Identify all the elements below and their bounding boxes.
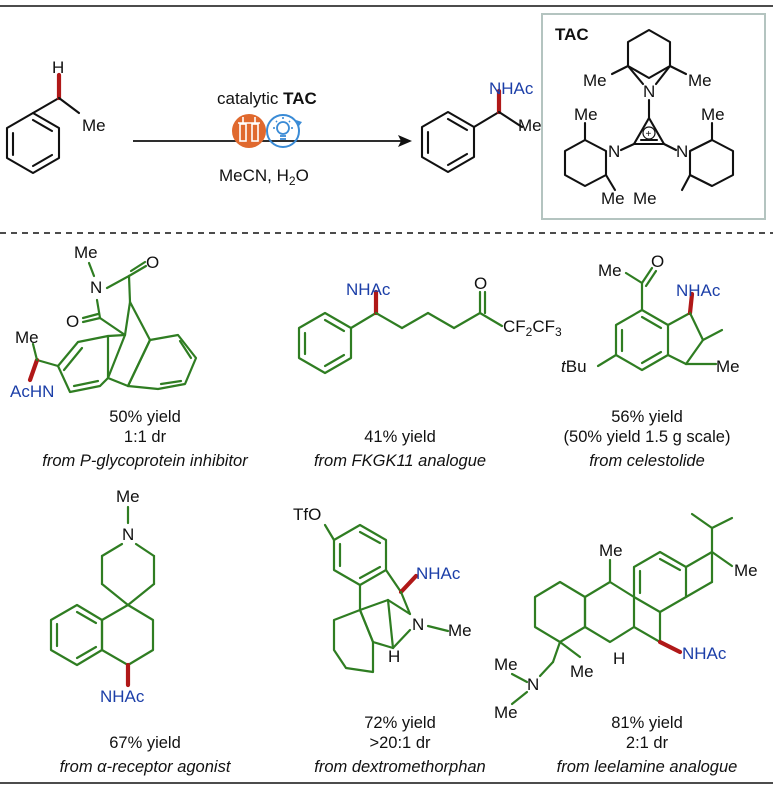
- catalyst-me-1: Me: [583, 71, 607, 90]
- p5-nhac-label: NHAc: [416, 564, 461, 583]
- p3-scale: (50% yield 1.5 g scale): [564, 428, 731, 446]
- product-me-label: Me: [518, 116, 542, 135]
- catalyst-box: [541, 13, 766, 220]
- catalyst-title: TAC: [555, 25, 589, 44]
- p6-me-ip-label: Me: [734, 561, 758, 580]
- p6-me-n1-label: Me: [494, 655, 518, 674]
- p5-h-label: H: [388, 647, 400, 666]
- p3-source: from celestolide: [589, 452, 705, 470]
- p1-me-label: Me: [74, 243, 98, 262]
- p6-h-label: H: [613, 649, 625, 668]
- p6-nhac-label: NHAc: [682, 644, 727, 663]
- p1-me-side-label: Me: [15, 328, 39, 347]
- p5-me-label: Me: [448, 621, 472, 640]
- p5-source: from dextromethorphan: [314, 758, 486, 776]
- product-1-structure: Me N O O Me AcHN: [10, 243, 198, 401]
- p6-source: from leelamine analogue: [557, 758, 738, 776]
- p3-tbu-label: tBu: [561, 357, 587, 376]
- p4-nhac-label: NHAc: [100, 687, 145, 706]
- p2-nhac-label: NHAc: [346, 280, 391, 299]
- starting-material-ethylbenzene: H Me: [5, 58, 106, 175]
- reaction-arrow: [133, 135, 412, 147]
- sm-me-label: Me: [82, 116, 106, 135]
- p3-me2-label: Me: [716, 357, 740, 376]
- catalyst-n-right: N: [676, 142, 688, 161]
- p4-me-label: Me: [116, 487, 140, 506]
- catalyst-structure-tac: TAC N Me Me + N Me Me N Me Me: [555, 25, 735, 208]
- p3-o-label: O: [651, 252, 664, 271]
- catalyst-me-3: Me: [574, 105, 598, 124]
- p6-me-c-label: Me: [570, 662, 594, 681]
- p3-me-label: Me: [598, 261, 622, 280]
- product-6-structure: Me Me NHAc H Me N Me Me: [494, 512, 758, 722]
- conditions-catalyst: catalytic TAC: [217, 89, 317, 108]
- p5-yield: 72% yield: [364, 714, 436, 732]
- catalyst-n-top: N: [643, 82, 655, 101]
- p2-cf2cf3-label: CF2CF3: [503, 317, 562, 339]
- p6-me-n2-label: Me: [494, 703, 518, 722]
- p4-source: from α-receptor agonist: [60, 758, 232, 776]
- p6-dr: 2:1 dr: [626, 734, 669, 752]
- p1-dr: 1:1 dr: [124, 428, 167, 446]
- catalyst-n-left: N: [608, 142, 620, 161]
- conditions-solvent: MeCN, H2O: [219, 166, 309, 188]
- p3-yield: 56% yield: [611, 408, 683, 426]
- p2-yield: 41% yield: [364, 428, 436, 446]
- product-2-structure: NHAc O CF2CF3: [297, 274, 562, 375]
- catalyst-me-2: Me: [688, 71, 712, 90]
- p5-dr: >20:1 dr: [369, 734, 431, 752]
- p2-source: from FKGK11 analogue: [314, 452, 486, 470]
- product-acetamide: NHAc Me: [420, 79, 542, 174]
- p6-yield: 81% yield: [611, 714, 683, 732]
- product-nhac-label: NHAc: [489, 79, 534, 98]
- p1-source: from P-glycoprotein inhibitor: [42, 452, 249, 470]
- p1-n-label: N: [90, 278, 102, 297]
- product-5-structure: TfO NHAc N Me H: [293, 505, 472, 674]
- p4-yield: 67% yield: [109, 734, 181, 752]
- p1-o1-label: O: [146, 253, 159, 272]
- catalyst-me-5: Me: [701, 105, 725, 124]
- p1-o2-label: O: [66, 312, 79, 331]
- sm-h-label: H: [52, 58, 64, 77]
- electrochemistry-icon: [232, 114, 266, 148]
- light-bulb-icon: [266, 114, 302, 148]
- p4-n-label: N: [122, 525, 134, 544]
- p3-nhac-label: NHAc: [676, 281, 721, 300]
- p2-o-label: O: [474, 274, 487, 293]
- catalyst-me-4: Me: [601, 189, 625, 208]
- p1-yield: 50% yield: [109, 408, 181, 426]
- p6-me-label: Me: [599, 541, 623, 560]
- product-4-structure: Me N NHAc: [49, 487, 156, 706]
- p1-nhac-label: AcHN: [10, 382, 54, 401]
- p5-n-label: N: [412, 615, 424, 634]
- catalyst-me-6: Me: [633, 189, 657, 208]
- p5-tfo-label: TfO: [293, 505, 321, 524]
- catalyst-charge: +: [646, 129, 652, 140]
- p6-n-label: N: [527, 675, 539, 694]
- product-3-structure: Me O NHAc Me tBu: [561, 252, 740, 376]
